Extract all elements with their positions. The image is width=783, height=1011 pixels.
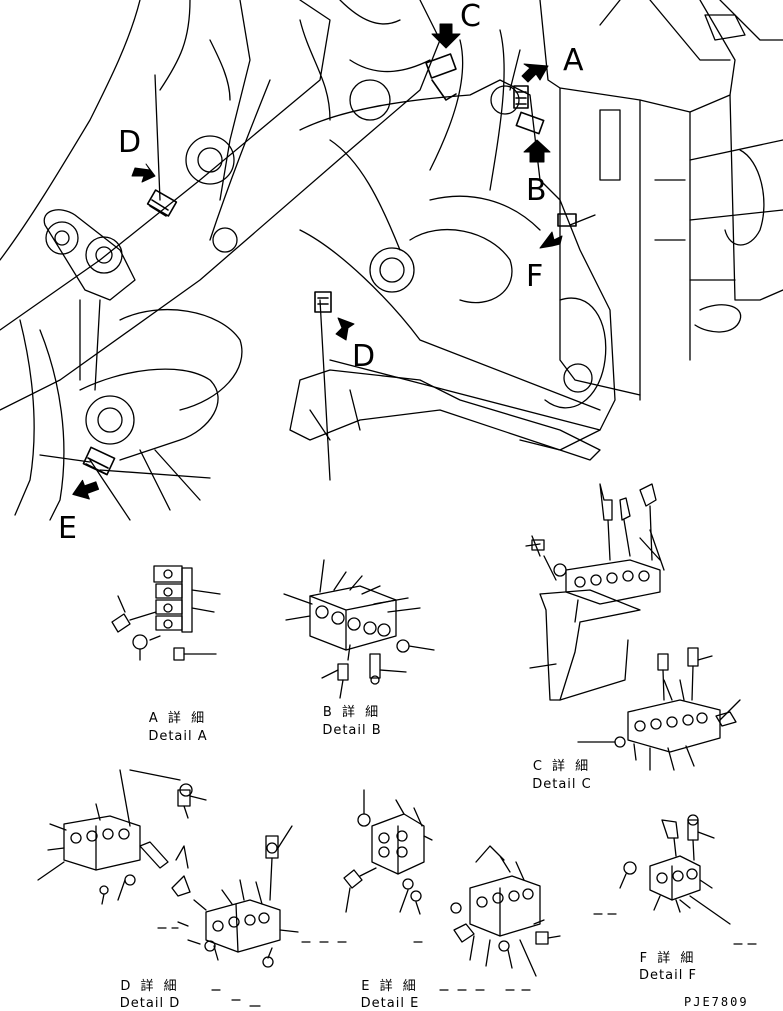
rear-frame: [539, 0, 736, 113]
detail-f-caption-en: Detail F: [639, 968, 697, 983]
view-label-d-upper: D: [118, 125, 142, 160]
dash-marks: [157, 913, 757, 1007]
detail-b-caption-jp: B 詳 細: [322, 705, 382, 720]
view-arrows: [72, 23, 563, 500]
detail-f-caption-jp: F 詳 細: [639, 951, 697, 966]
detail-f-drawing: [619, 814, 731, 925]
connector-c: [425, 53, 457, 101]
view-label-c: C: [460, 0, 481, 34]
detail-d-caption-jp: D 詳 細: [120, 979, 180, 994]
detail-e-caption-jp: E 詳 細: [361, 979, 419, 994]
arrow-d1: [131, 163, 156, 183]
view-label-a: A: [563, 43, 584, 78]
harness: [299, 19, 331, 121]
connector-d1: [146, 189, 178, 217]
detail-a-caption-en: Detail A: [148, 729, 208, 744]
detail-b-caption-en: Detail B: [322, 723, 382, 738]
detail-d-drawing: [37, 769, 299, 968]
detail-c-drawing: [525, 483, 741, 771]
connector-d2: [314, 291, 332, 313]
detail-e-drawing: [343, 789, 561, 977]
bell-crank: [43, 209, 136, 301]
arrow-b: [523, 139, 551, 163]
connector-f: [557, 213, 577, 227]
view-label-b: B: [526, 173, 547, 208]
front-frame: [299, 79, 616, 451]
detail-e-caption-en: Detail E: [360, 996, 420, 1011]
connector-e: [82, 446, 116, 476]
arrow-e: [72, 479, 100, 500]
lift-arm: [0, 0, 331, 331]
detail-a-drawing: [111, 565, 221, 661]
connector-a: [513, 85, 545, 135]
drawing-code: PJE7809: [684, 995, 749, 1009]
detail-c-caption-en: Detail C: [532, 777, 592, 792]
main-assembly-view: [0, 0, 783, 521]
detail-a-caption-jp: A 詳 細: [148, 711, 208, 726]
detail-c-caption-jp: C 詳 細: [532, 759, 592, 774]
arrow-f: [539, 231, 563, 249]
detail-b-drawing: [283, 559, 435, 699]
view-label-f: F: [526, 259, 544, 294]
arrow-a: [521, 63, 549, 83]
detail-d-caption-en: Detail D: [119, 996, 181, 1011]
arrow-c: [431, 23, 461, 49]
view-label-e: E: [58, 511, 77, 546]
view-label-d-lower: D: [352, 339, 376, 374]
cross-member: [289, 369, 601, 461]
arrow-d2: [335, 317, 355, 341]
